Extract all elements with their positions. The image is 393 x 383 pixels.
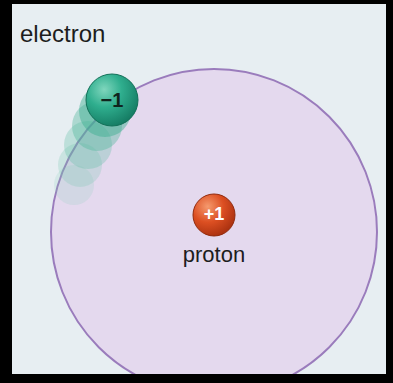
charge-number: −1: [101, 89, 124, 111]
particle-name: electron: [20, 21, 105, 47]
electron-ball-circle: [86, 74, 138, 126]
atom-orbit-region: [51, 69, 377, 374]
proton-ball: +1proton: [192, 193, 236, 237]
charge-number: +1: [204, 205, 225, 225]
electron-ball: electron−1: [85, 73, 139, 127]
particle-name: proton: [183, 243, 245, 267]
proton-ball-circle: [193, 194, 235, 236]
